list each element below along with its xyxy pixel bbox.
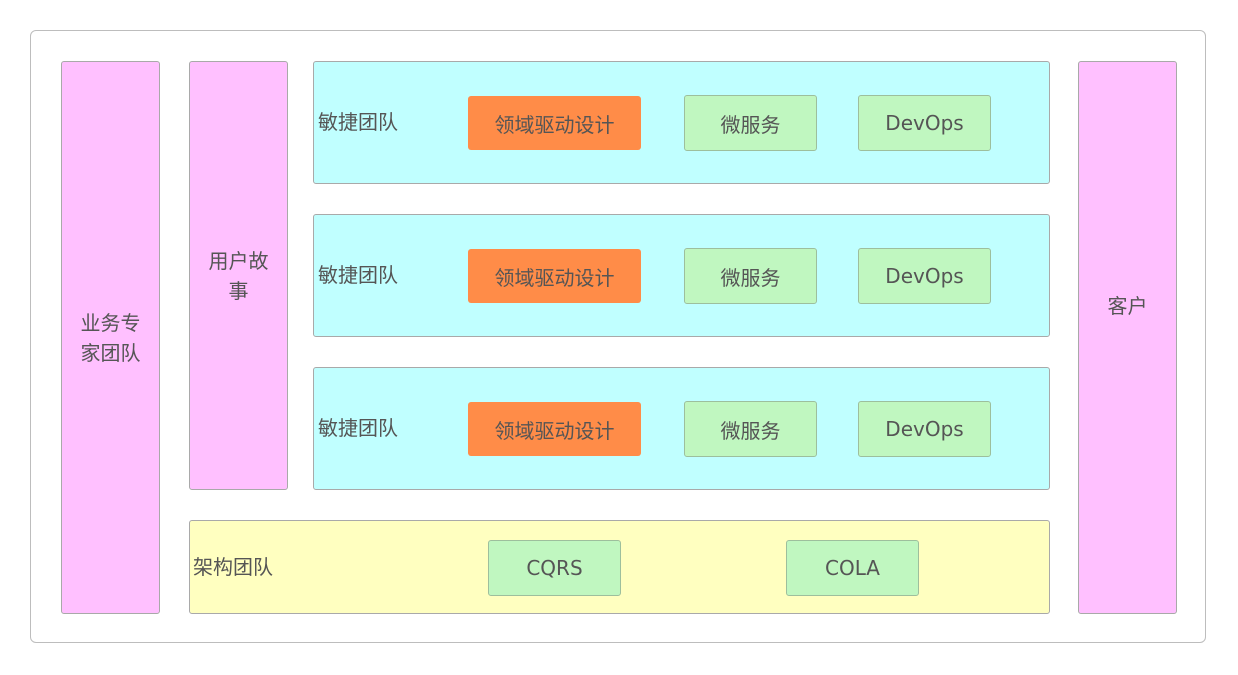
business-expert-team-label: 业务专家团队 [80,310,141,365]
diagram-frame: 业务专家团队 用户故事 敏捷团队 领域驱动设计 微服务 DevOps 敏捷团队 … [30,30,1206,643]
agile-team-row-1: 敏捷团队 领域驱动设计 微服务 DevOps [313,61,1050,184]
customer-box: 客户 [1078,61,1177,614]
devops-chip: DevOps [858,248,991,304]
agile-team-row-3: 敏捷团队 领域驱动设计 微服务 DevOps [313,367,1050,490]
architecture-team-row: 架构团队 CQRS COLA [189,520,1050,614]
customer-label: 客户 [1107,293,1148,318]
agile-team-label: 敏捷团队 [318,263,398,287]
architecture-team-label: 架构团队 [193,555,273,579]
user-story-label: 用户故事 [208,248,269,303]
microservices-chip: 微服务 [684,401,817,457]
devops-chip: DevOps [858,401,991,457]
agile-team-label: 敏捷团队 [318,416,398,440]
ddd-chip: 领域驱动设计 [468,96,641,150]
microservices-chip: 微服务 [684,95,817,151]
cqrs-chip: CQRS [488,540,621,596]
ddd-chip: 领域驱动设计 [468,249,641,303]
business-expert-team-box: 业务专家团队 [61,61,160,614]
devops-chip: DevOps [858,95,991,151]
agile-team-label: 敏捷团队 [318,110,398,134]
microservices-chip: 微服务 [684,248,817,304]
ddd-chip: 领域驱动设计 [468,402,641,456]
agile-team-row-2: 敏捷团队 领域驱动设计 微服务 DevOps [313,214,1050,337]
cola-chip: COLA [786,540,919,596]
user-story-box: 用户故事 [189,61,288,490]
